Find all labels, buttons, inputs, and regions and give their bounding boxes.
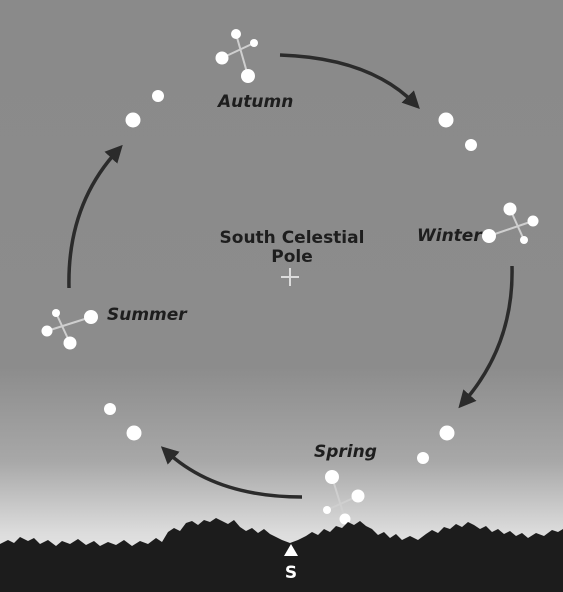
arrow-winter-to-spring [458,265,514,409]
star [52,309,60,317]
pointer-star [125,112,141,128]
pole-label-line2: Pole [271,247,313,267]
treeline-silhouette [0,518,563,592]
season-label-autumn: Autumn [216,92,293,112]
pointer-star [439,425,455,441]
star [231,29,241,39]
direction-label-south: S [285,563,297,583]
southern-cross-winter [482,202,539,244]
star [520,236,528,244]
southern-cross-autumn [215,29,258,83]
season-label-winter: Winter [417,226,483,246]
star [482,229,496,243]
arrow-summer-to-autumn [67,144,123,289]
arrow-autumn-to-winter [279,53,420,110]
pointer-star [126,425,142,441]
pointer-star [152,90,164,102]
star [527,215,539,227]
pole-label-line1: South Celestial [220,228,365,248]
star [339,513,351,525]
star [325,470,339,484]
star [215,51,229,65]
star [503,202,517,216]
season-label-spring: Spring [314,442,377,462]
star [241,69,255,83]
pointer-star [438,112,454,128]
star [41,325,53,337]
star [63,336,77,350]
southern-cross-spring [323,470,365,525]
star [323,506,331,514]
star [351,489,365,503]
star [250,39,258,47]
season-label-summer: Summer [107,305,188,325]
southern-cross-summer [41,309,98,350]
pointer-star [417,452,429,464]
pointer-star [465,139,477,151]
pointer-star [104,403,116,415]
arrow-spring-to-summer [160,446,303,499]
pole-cross-marker [281,268,299,286]
south-triangle-icon [284,544,298,556]
star [84,310,98,324]
